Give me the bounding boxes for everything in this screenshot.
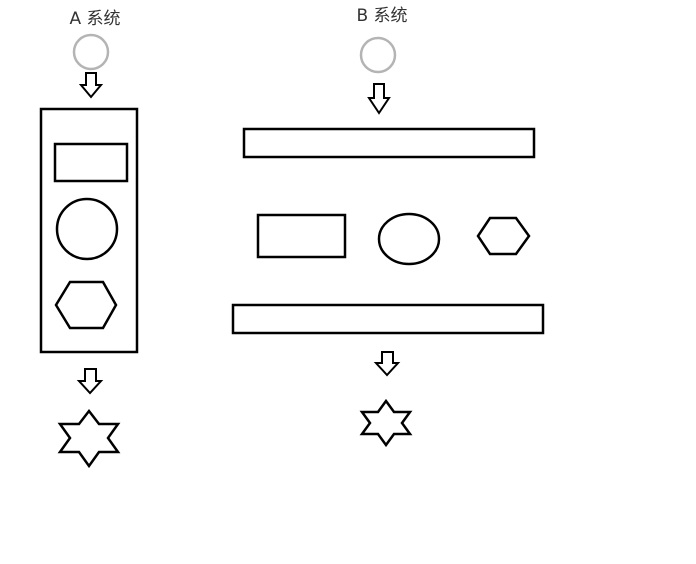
system-b-top-bar	[242, 127, 536, 159]
system-a-rectangle	[53, 142, 129, 183]
system-b-circle	[377, 212, 441, 266]
system-a-hexagon	[54, 280, 118, 330]
system-a-arrow-out	[76, 368, 104, 395]
system-b: B 系统	[231, 6, 545, 448]
system-b-output-star	[359, 398, 413, 448]
system-a-output-star	[57, 408, 121, 469]
system-b-input-circle	[359, 36, 397, 74]
system-a: A 系统	[39, 9, 139, 469]
system-a-input-circle	[72, 33, 110, 71]
system-a-arrow-in	[78, 72, 104, 99]
system-b-title: B 系统	[356, 6, 407, 26]
system-a-title: A 系统	[69, 9, 120, 29]
system-b-rectangle	[256, 213, 347, 259]
system-a-circle	[55, 197, 119, 261]
system-b-arrow-out	[373, 351, 401, 377]
system-b-hexagon	[476, 216, 531, 256]
system-b-arrow-in	[367, 83, 391, 115]
system-b-bottom-bar	[231, 303, 545, 335]
